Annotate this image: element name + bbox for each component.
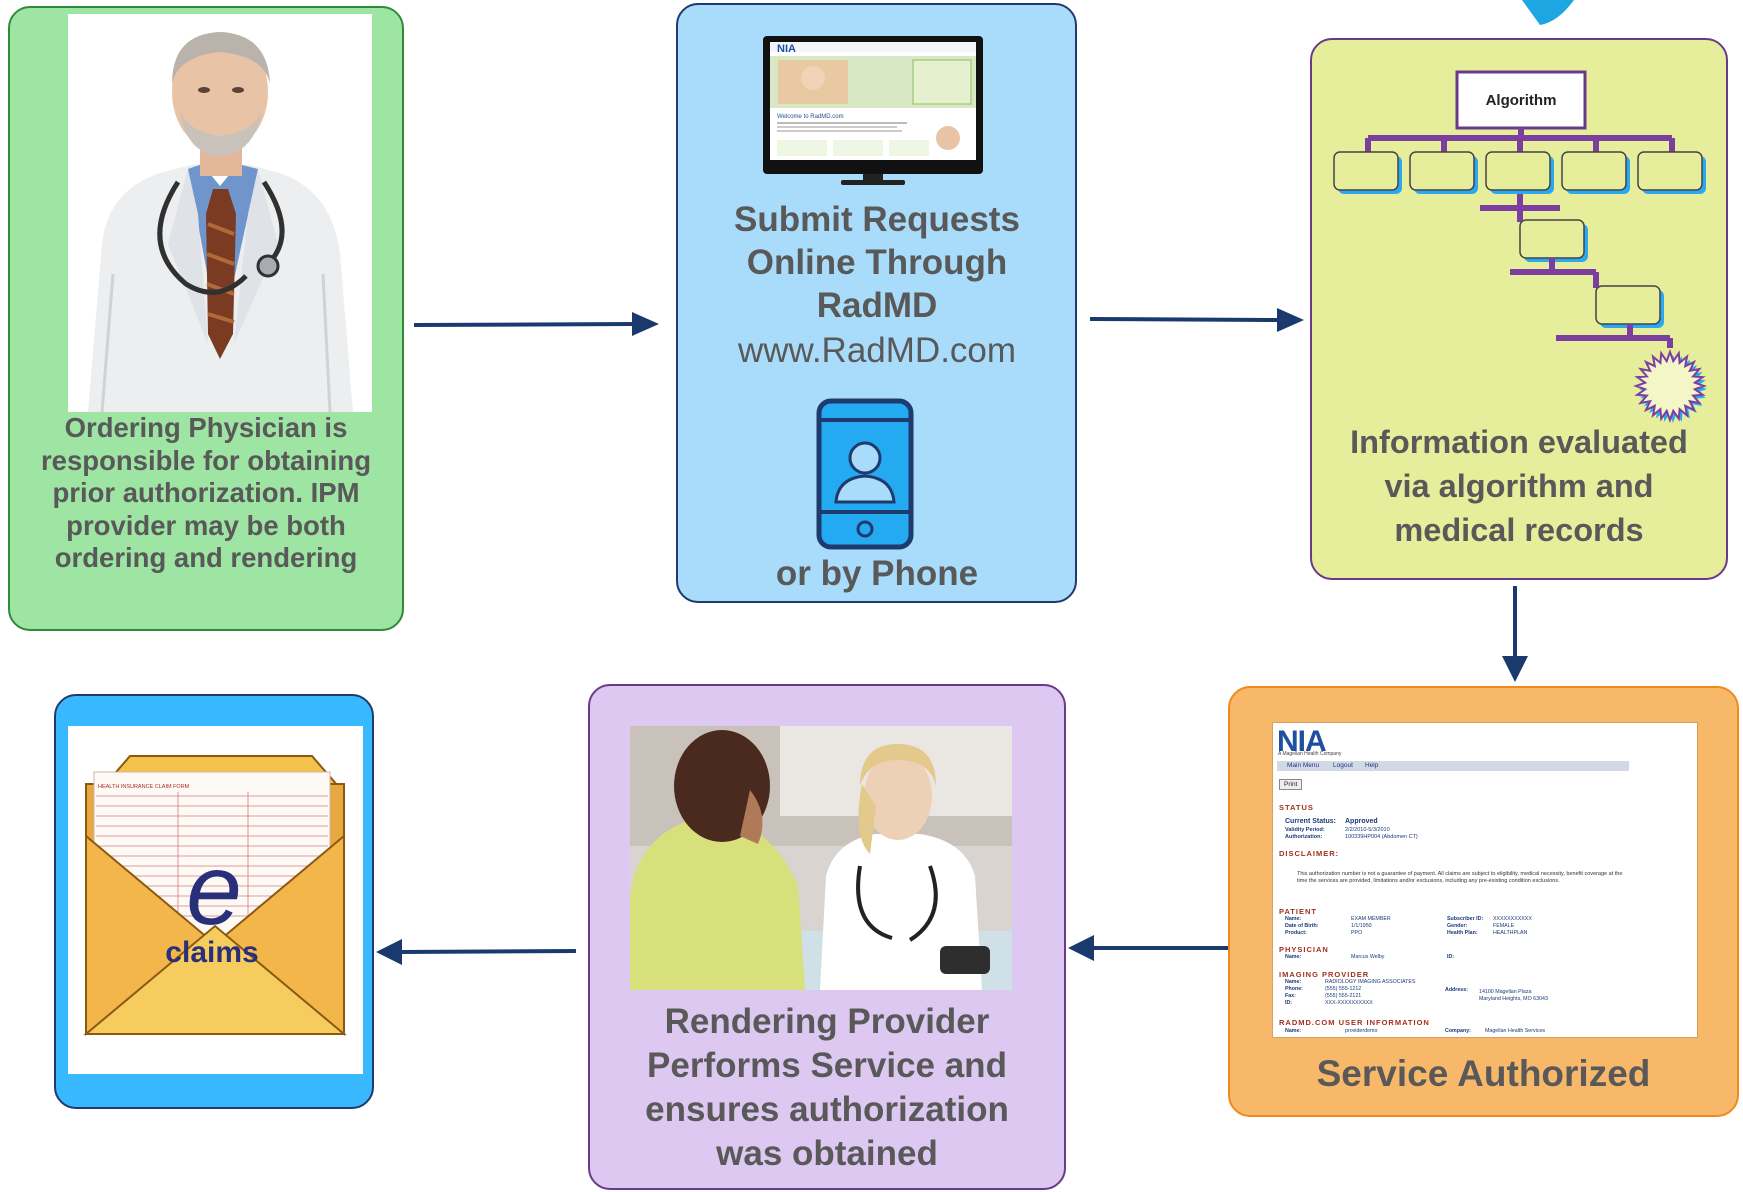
- phone-icon: [816, 398, 914, 550]
- doc-menu-main[interactable]: Main Menu: [1287, 762, 1320, 769]
- phone-caption: or by Phone: [775, 554, 979, 593]
- doc-imaging-row: Fax: (555) 555-2121: [1285, 993, 1465, 1000]
- doc-imaging-row: Phone: (555) 555-1212: [1285, 986, 1465, 993]
- algorithm-level-1: [1333, 151, 1706, 194]
- doc-imaging-table: Name: RADIOLOGY IMAGING ASSOCIATES Phone:…: [1285, 979, 1465, 1007]
- doc-imaging-address-1: 14100 Magellan Plaza: [1479, 989, 1532, 995]
- doc-disclaimer-head: DISCLAIMER:: [1279, 849, 1340, 858]
- doc-auth-label: Authorization:: [1285, 834, 1323, 840]
- doc-patient-row: Date of Birth: 1/1/1950 Gender: FEMALE: [1285, 923, 1685, 930]
- doc-radmd-company-value: Magellan Health Services: [1485, 1028, 1546, 1034]
- doc-validity-label: Validity Period:: [1285, 827, 1325, 833]
- doc-cell: 1/1/1950: [1351, 923, 1372, 929]
- doc-disclaimer-text: This authorization number is not a guara…: [1297, 871, 1623, 884]
- doc-cell: (555) 555-1212: [1325, 986, 1362, 992]
- decorative-cyan-shape: [1522, 0, 1574, 25]
- rendering-provider-photo: [630, 726, 1012, 990]
- doc-cell: Date of Birth:: [1285, 923, 1319, 929]
- submit-requests-title: Submit Requests Online Through RadMD: [734, 200, 1020, 325]
- algorithm-level-3-node: [1595, 285, 1661, 325]
- doc-menu-help[interactable]: Help: [1365, 762, 1379, 769]
- claim-form-title: HEALTH INSURANCE CLAIM FORM: [98, 784, 190, 790]
- doc-radmd-head: RADMD.COM USER INFORMATION: [1279, 1018, 1430, 1027]
- ordering-physician-caption: Ordering Physician is responsible for ob…: [40, 412, 371, 573]
- doc-cell: HEALTHPLAN: [1493, 930, 1528, 936]
- doc-cell: Name:: [1285, 954, 1302, 960]
- radmd-monitor: NIA Welcome to RadMD.com: [763, 36, 983, 186]
- doc-print-button[interactable]: Print: [1279, 779, 1303, 790]
- doc-cell: Health Plan:: [1447, 930, 1478, 936]
- algorithm-tree: Algorithm: [1330, 66, 1710, 426]
- authorization-document: NIA A Magellan Health Company Main Menu …: [1272, 722, 1698, 1038]
- monitor-welcome: Welcome to RadMD.com: [777, 114, 844, 120]
- doc-status-head: STATUS: [1279, 803, 1314, 812]
- e-letter: e: [186, 834, 242, 946]
- doc-imaging-address-label: Address:: [1445, 987, 1468, 993]
- algorithm-result-burst: [1633, 349, 1707, 423]
- doc-cell: XXX-XXXXXXXXXX: [1325, 1000, 1373, 1006]
- doc-cell: (555) 555-2121: [1325, 993, 1362, 999]
- doc-radmd-name-label: Name:: [1285, 1028, 1302, 1034]
- arrow-algorithm-to-authorized: [1502, 586, 1528, 682]
- nia-logo-sub: A Magellan Health Company: [1278, 751, 1342, 757]
- algorithm-root-label: Algorithm: [1486, 92, 1557, 109]
- arrow-rendering-to-claims: [376, 939, 576, 965]
- doc-validity-value: 2/2/2010-5/3/2010: [1345, 827, 1390, 833]
- doc-physician-row: Name: Marcus Welby ID:: [1285, 954, 1685, 961]
- doc-radmd-name-value: providerdemo: [1345, 1028, 1378, 1034]
- doc-physician-head: PHYSICIAN: [1279, 945, 1329, 954]
- doc-cell: Phone:: [1285, 986, 1303, 992]
- rendering-provider-caption: Rendering Provider Performs Service and …: [645, 1002, 1009, 1173]
- algorithm-caption: Information evaluated via algorithm and …: [1350, 424, 1688, 548]
- doc-imaging-row: Name: RADIOLOGY IMAGING ASSOCIATES: [1285, 979, 1465, 986]
- monitor-logo: NIA: [777, 43, 796, 55]
- doc-patient-table: Name: EXAM MEMBER Subscriber ID: XXXXXXXXXX…: [1285, 916, 1685, 937]
- doc-auth-value: 100339HP004 (Abdomen CT): [1345, 834, 1418, 840]
- arrow-ordering-to-submit: [414, 312, 659, 336]
- doc-patient-head: PATIENT: [1279, 907, 1317, 916]
- doc-imaging-row: ID: XXX-XXXXXXXXXX: [1285, 1000, 1465, 1007]
- doc-imaging-address-2: Maryland Heights, MO 63043: [1479, 996, 1548, 1002]
- doc-cell: EXAM MEMBER: [1351, 916, 1391, 922]
- doc-cell: Subscriber ID:: [1447, 916, 1484, 922]
- doc-menu-logout[interactable]: Logout: [1333, 762, 1353, 769]
- doc-cell: Name:: [1285, 979, 1302, 985]
- doc-cell: PPO: [1351, 930, 1363, 936]
- doc-cell: XXXXXXXXXXX: [1493, 916, 1532, 922]
- radmd-url: www.RadMD.com: [737, 331, 1017, 370]
- doc-cell: ID:: [1447, 954, 1455, 960]
- algorithm-level-2-node: [1519, 219, 1585, 259]
- doc-current-status-label: Current Status:: [1285, 818, 1336, 825]
- nia-logo: NIA: [1277, 725, 1327, 758]
- doc-cell: FEMALE: [1493, 923, 1515, 929]
- service-authorized-caption: Service Authorized: [1316, 1053, 1651, 1094]
- doc-menu-bar: Main Menu Logout Help: [1277, 761, 1629, 771]
- doc-cell: ID:: [1285, 1000, 1293, 1006]
- doc-cell: Marcus Welby: [1351, 954, 1385, 960]
- doc-patient-row: Name: EXAM MEMBER Subscriber ID: XXXXXXXXXX…: [1285, 916, 1685, 923]
- doc-cell: Name:: [1285, 916, 1302, 922]
- physician-photo: [68, 14, 372, 412]
- claims-label: claims: [165, 936, 258, 969]
- doc-cell: RADIOLOGY IMAGING ASSOCIATES: [1325, 979, 1416, 985]
- e-claims-envelope: HEALTH INSURANCE CLAIM FORM e claims: [68, 726, 363, 1074]
- doc-imaging-head: IMAGING PROVIDER: [1279, 970, 1370, 979]
- doc-cell: Product:: [1285, 930, 1307, 936]
- arrow-submit-to-algorithm: [1090, 308, 1304, 332]
- doc-radmd-company-label: Company:: [1445, 1028, 1471, 1034]
- doc-current-status-value: Approved: [1345, 818, 1378, 825]
- doc-cell: Gender:: [1447, 923, 1468, 929]
- doc-patient-row: Product: PPO Health Plan: HEALTHPLAN: [1285, 930, 1685, 937]
- doc-cell: Fax:: [1285, 993, 1296, 999]
- arrow-authorized-to-rendering: [1068, 935, 1228, 961]
